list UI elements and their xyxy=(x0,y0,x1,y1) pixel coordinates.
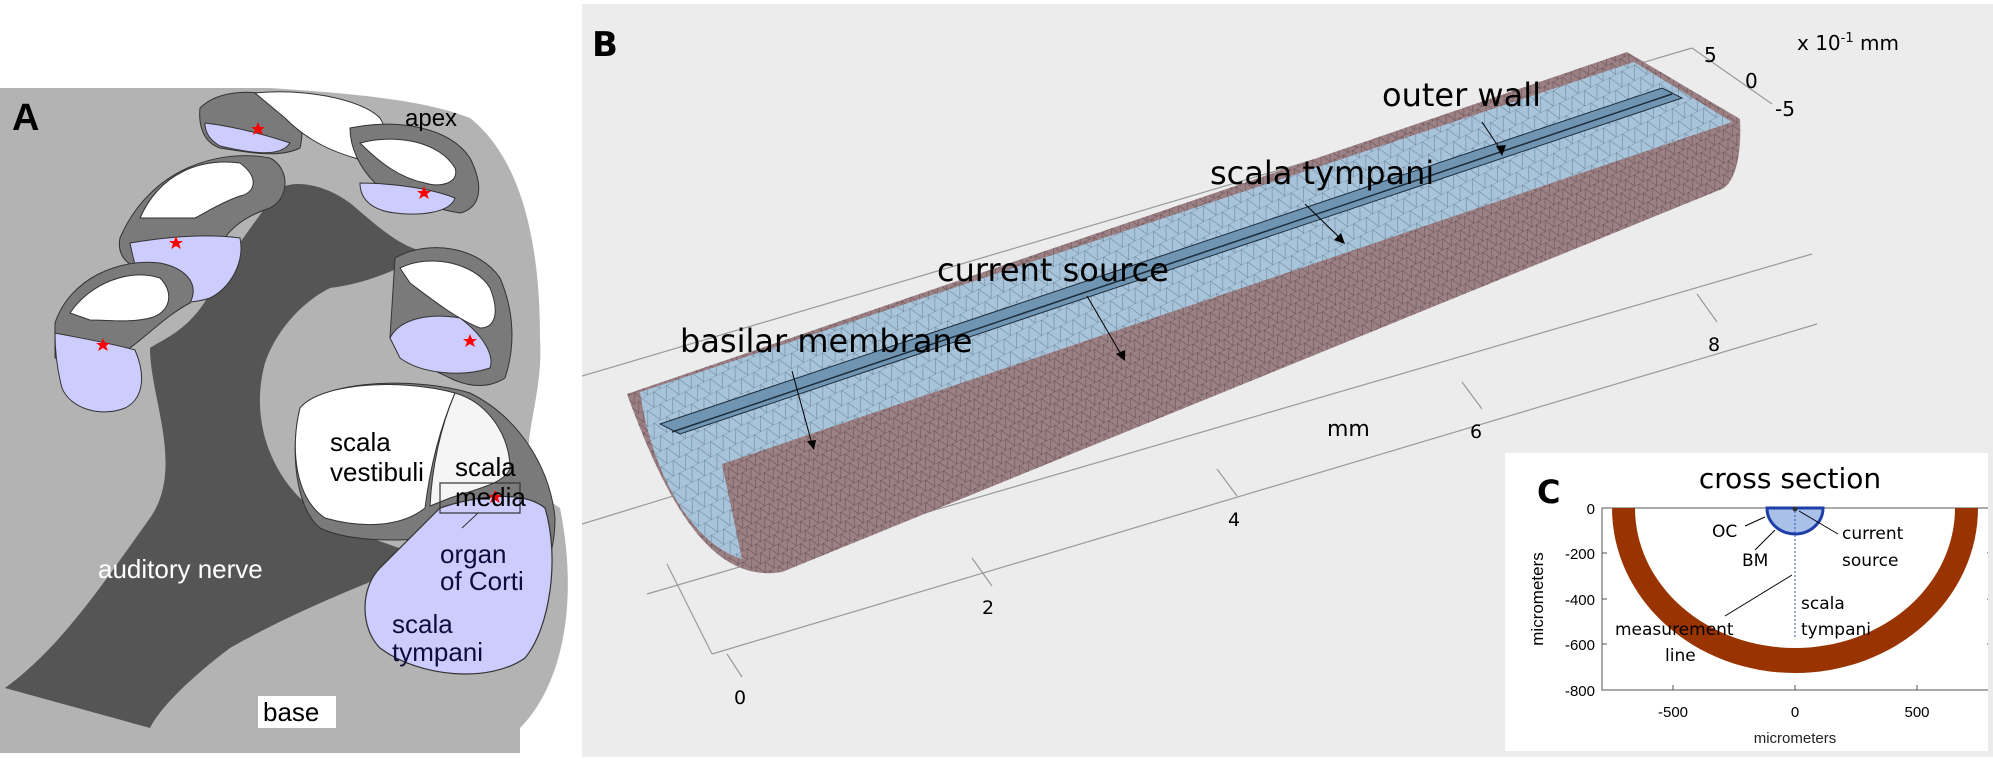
label-scala-1: scala xyxy=(1801,594,1845,614)
arrow-scala-tympani xyxy=(1334,233,1345,244)
label-outer-wall: outer wall xyxy=(1382,76,1541,114)
panel-letter-b: B xyxy=(592,25,618,65)
label-scala-tympani: scala tympani xyxy=(1210,154,1434,192)
tick-vertical-5: 5 xyxy=(1704,43,1717,67)
turn-left xyxy=(54,261,194,413)
tick-length-6: 6 xyxy=(1470,421,1482,443)
tick-y-200: -200 xyxy=(1565,546,1595,563)
cochlea-illustration: A apex base auditory nerve scala vestibu… xyxy=(0,88,568,753)
label-scala-tympani-2: tympani xyxy=(392,637,483,667)
label-measure-2: line xyxy=(1665,646,1696,666)
plot-title: cross section xyxy=(1699,462,1881,495)
tick-vertical-neg5: -5 xyxy=(1775,97,1795,121)
panel-letter-a: A xyxy=(12,97,39,139)
tick-vertical-0: 0 xyxy=(1745,69,1758,93)
length-axis-unit: mm xyxy=(1327,417,1370,442)
tick-x-neg500: -500 xyxy=(1658,704,1688,721)
label-current-1: current xyxy=(1842,524,1904,544)
label-auditory-nerve: auditory nerve xyxy=(98,554,263,584)
label-base: base xyxy=(263,697,319,727)
organ-of-corti-box xyxy=(439,482,521,514)
tick-length-4: 4 xyxy=(1228,509,1240,531)
tick-y-800: -800 xyxy=(1565,683,1595,700)
label-oc: OC xyxy=(1712,522,1737,542)
auditory-nerve xyxy=(5,183,430,728)
tick-y-0: 0 xyxy=(1587,501,1595,518)
panel-letter-c: C xyxy=(1537,473,1560,511)
tick-x-500: 500 xyxy=(1904,704,1929,721)
label-scala-vestibuli-2: vestibuli xyxy=(330,457,424,487)
panel-c-cross-section-plot: 0 -200 -400 -600 -800 -500 0 500 microme… xyxy=(1505,453,1993,751)
label-bm: BM xyxy=(1742,551,1768,571)
arrow-current-source xyxy=(1116,350,1125,361)
scala-tympani-region xyxy=(364,495,553,675)
arrow-outer-wall xyxy=(1496,145,1506,156)
vertical-axis-unit: x 10-1 mm xyxy=(1797,31,1899,55)
label-scala-tympani-1: scala xyxy=(392,609,453,639)
scala-vestibuli-region xyxy=(294,384,456,525)
y-axis-label: micrometers xyxy=(1528,552,1547,646)
x-axis-label: micrometers xyxy=(1754,730,1837,747)
label-measure-1: measurement xyxy=(1615,620,1734,640)
tick-length-2: 2 xyxy=(982,597,994,619)
tick-length-8: 8 xyxy=(1708,334,1720,356)
tick-y-400: -400 xyxy=(1565,592,1595,609)
turn-basal xyxy=(294,382,556,675)
base-label-box xyxy=(258,696,336,728)
arrow-basilar-membrane xyxy=(807,440,816,450)
label-scala-media-1: scala xyxy=(455,452,516,482)
tick-x-0: 0 xyxy=(1791,704,1799,721)
label-organ-2: of Corti xyxy=(440,566,524,596)
cross-section-chart: 0 -200 -400 -600 -800 -500 0 500 microme… xyxy=(1528,462,1993,747)
mesh-model-view: 0 2 4 6 8 mm 5 0 -5 x 10-1 mm B outer wa… xyxy=(571,25,1899,709)
label-organ-1: organ xyxy=(440,539,507,569)
turn-upper-right xyxy=(349,123,480,215)
panel-a-cochlea-diagram: A apex base auditory nerve scala vestibu… xyxy=(0,88,580,755)
label-current-2: source xyxy=(1842,551,1898,571)
length-axis-ticks xyxy=(726,293,1718,678)
turn-middle-right xyxy=(389,247,513,386)
label-scala-2: tympani xyxy=(1801,620,1871,640)
tick-y-600: -600 xyxy=(1565,637,1595,654)
basilar-membrane-strip xyxy=(658,87,1684,435)
label-current-source: current source xyxy=(937,251,1169,289)
label-scala-vestibuli-1: scala xyxy=(330,427,391,457)
label-apex: apex xyxy=(405,105,457,132)
scala-media-region xyxy=(429,392,511,507)
marker-star xyxy=(169,236,183,249)
outer-wall-ring xyxy=(1612,508,1978,673)
turn-top xyxy=(199,91,387,161)
tick-length-0: 0 xyxy=(734,687,746,709)
label-basilar-membrane: basilar membrane xyxy=(680,322,972,360)
label-scala-media-2: media xyxy=(455,482,526,512)
